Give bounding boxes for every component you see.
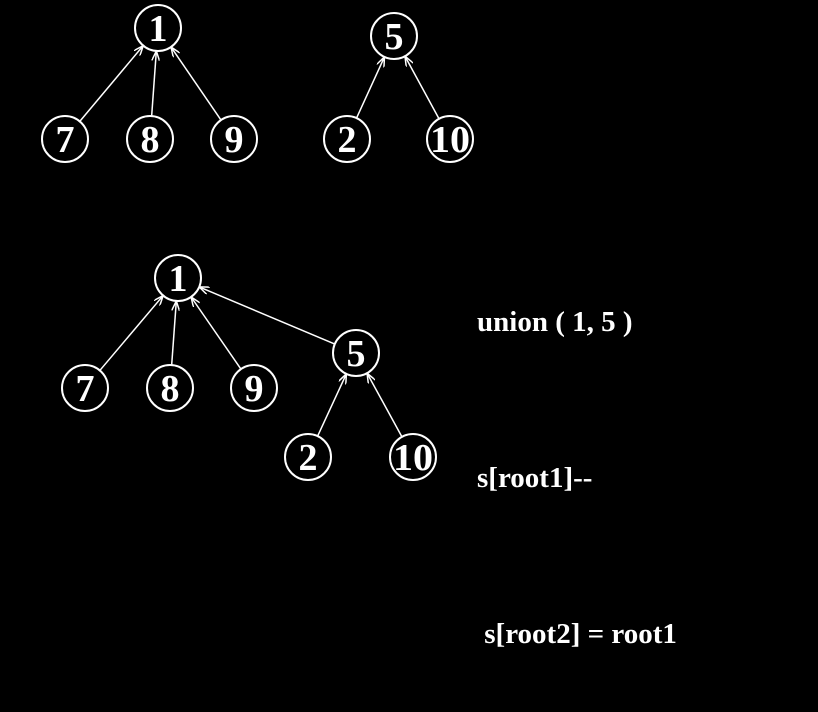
node-label: 10 [430,119,470,161]
node-before-tree2-root: 5 [370,12,418,60]
node-label: 5 [347,333,366,375]
node-after-sub-child-1: 10 [389,433,437,481]
node-label: 2 [338,119,357,161]
union-find-diagram: 1 7 8 9 5 2 10 1 7 8 9 5 2 10 [41,4,474,481]
node-label: 8 [161,368,180,410]
node-circle [126,115,174,163]
node-circle [146,364,194,412]
node-label: 2 [299,437,318,479]
node-label: 9 [245,368,264,410]
node-before-tree1-child-1: 8 [126,115,174,163]
node-label: 8 [141,119,160,161]
node-before-tree1-child-0: 7 [41,115,89,163]
node-after-child-1: 8 [146,364,194,412]
edge-after-sub-1 [368,374,403,438]
node-before-tree1-root: 1 [134,4,182,52]
node-circle [323,115,371,163]
node-after-child-0: 7 [61,364,109,412]
code-line-decrement-root1: s[root1]-- [477,462,593,494]
code-line-union-call: union ( 1, 5 ) [477,306,633,338]
node-label: 7 [56,119,75,161]
node-circle [426,115,474,163]
edge-after-sub-0 [316,375,346,437]
node-label: 10 [393,437,433,479]
edge-after-1 [170,302,177,366]
node-circle [389,433,437,481]
edge-before-tree2-0 [355,58,384,119]
node-before-tree2-child-0: 2 [323,115,371,163]
tree-nodes: 1 7 8 9 5 2 10 1 7 8 9 5 2 10 [41,4,474,481]
node-after-child-3: 5 [332,329,380,377]
node-after-child-2: 9 [230,364,278,412]
node-label: 7 [76,368,95,410]
edge-before-tree2-1 [405,57,440,120]
edge-before-tree1-0 [79,46,143,122]
node-circle [41,115,89,163]
node-after-sub-child-0: 2 [284,433,332,481]
node-circle [370,12,418,60]
node-circle [332,329,380,377]
node-circle [230,364,278,412]
edge-after-2 [192,298,242,370]
node-circle [134,4,182,52]
code-line-assign-root2: s[root2] = root1 [477,618,677,650]
union-code-panel: union ( 1, 5 ) s[root1]-- s[root2] = roo… [477,192,677,712]
node-label: 9 [225,119,244,161]
node-before-tree2-child-1: 10 [426,115,474,163]
node-label: 1 [149,8,168,50]
edge-before-tree1-1 [150,52,157,117]
node-circle [61,364,109,412]
edge-before-tree1-2 [172,48,222,121]
tree-edges [79,46,440,438]
node-circle [154,254,202,302]
node-circle [210,115,258,163]
edge-after-3 [200,287,336,345]
edge-after-0 [99,296,163,371]
node-label: 1 [169,258,188,300]
node-after-root: 1 [154,254,202,302]
node-before-tree1-child-2: 9 [210,115,258,163]
node-circle [284,433,332,481]
node-label: 5 [385,16,404,58]
